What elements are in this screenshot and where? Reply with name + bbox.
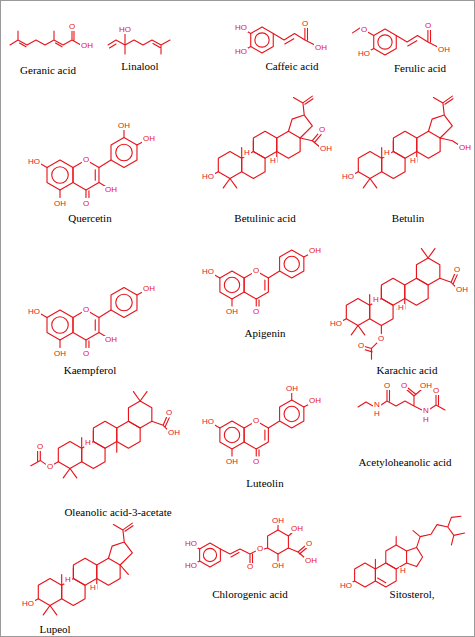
atom-label: HO (201, 268, 215, 276)
compound-name: Geranic acid (20, 65, 76, 76)
atom-label: N (373, 401, 381, 409)
atom-label: O (82, 350, 90, 358)
atom-label: OH (437, 46, 451, 54)
atom-label: H (89, 584, 97, 592)
compound-name: Lupeol (39, 624, 70, 635)
atom-label: O (305, 540, 313, 548)
atom-label: H (399, 567, 407, 575)
compound-name: Oleanolic acid-3-acetate (64, 507, 171, 518)
atom-label: O (82, 156, 90, 164)
atom-label: OH (314, 44, 328, 52)
atom-label: H (383, 149, 391, 157)
compound-name: Ferulic acid (394, 63, 446, 74)
atom-label: OH (104, 336, 118, 344)
compound-name: Luteolin (246, 478, 283, 489)
compound-name: Kaempferol (64, 365, 117, 376)
atom-label: O (82, 200, 90, 208)
atom-label: OH (142, 135, 156, 143)
atom-label: O (36, 443, 44, 451)
atom-label: O (252, 308, 260, 316)
atom-label: HO (201, 173, 215, 181)
compound-name: Apigenin (245, 328, 286, 339)
compound-name: Quercetin (68, 213, 111, 224)
atom-label: H (64, 576, 72, 584)
atom-label: O (46, 463, 54, 471)
atom-label: H (243, 149, 251, 157)
atom-label: O (252, 417, 260, 425)
compound-name: Chlorogenic acid (212, 589, 287, 600)
compound-name: Caffeic acid (265, 61, 318, 72)
atom-label: O (252, 458, 260, 466)
atom-label: O (383, 382, 391, 390)
atom-label: OH (308, 247, 322, 255)
atom-label: OH (225, 308, 239, 316)
atom-label: O (377, 335, 385, 343)
atom-label: OH (117, 122, 131, 130)
atom-label: OH (142, 285, 156, 293)
atom-label: HO (329, 320, 343, 328)
atom-label: HO (357, 50, 371, 58)
atom-label: HO (27, 158, 41, 166)
atom-label: OH (304, 557, 318, 565)
atom-label: OH (53, 350, 67, 358)
compound-name: Linalool (121, 61, 158, 72)
atom-label: O (400, 382, 408, 390)
atom-label: O (165, 409, 173, 417)
atom-label: O (360, 26, 368, 34)
atom-label: O (246, 563, 254, 571)
atom-label: H (409, 157, 417, 165)
atom-label: O (424, 22, 432, 30)
atom-label: HO (234, 48, 248, 56)
atom-label: HO (21, 600, 35, 608)
atom-label: OH (290, 525, 304, 533)
compound-name: Betulin (392, 213, 424, 224)
atom-label: OH (167, 429, 181, 437)
atom-label: OH (458, 144, 472, 152)
atom-label: O (256, 545, 264, 553)
compound-name: Sitosterol, (390, 589, 435, 600)
atom-label: O (68, 23, 76, 31)
atom-label: H (269, 157, 277, 165)
atom-label: HO (27, 308, 41, 316)
atom-label: O (252, 267, 260, 275)
atom-label: OH (319, 145, 333, 153)
atom-label: OH (271, 562, 285, 570)
atom-label: O (318, 126, 326, 134)
atom-label: H (397, 304, 405, 312)
atom-label: HO (184, 540, 198, 548)
atom-label: HO (118, 26, 132, 34)
atom-label: OH (455, 286, 469, 294)
atom-label: N (422, 407, 430, 415)
atom-label: HO (339, 582, 353, 590)
atom-label: O (432, 387, 440, 395)
atom-label: HO (184, 562, 198, 570)
atom-label: H (84, 439, 92, 447)
atom-label: H (373, 410, 381, 418)
atom-label: OH (308, 397, 322, 405)
atom-label: H (422, 416, 430, 424)
compound-name: Karachic acid (377, 365, 438, 376)
atom-label: OH (271, 517, 285, 525)
atom-label: OH (285, 385, 299, 393)
atom-label: H (372, 296, 380, 304)
atom-label: O (453, 266, 461, 274)
atom-label: HO (201, 418, 215, 426)
atom-label: HO (234, 24, 248, 32)
atom-label: OH (53, 200, 67, 208)
atom-label: O (301, 20, 309, 28)
atom-label: O (357, 342, 365, 350)
atom-label: OH (80, 42, 94, 50)
atom-label: OH (225, 458, 239, 466)
compound-name: Acetyloheanolic acid (358, 457, 451, 468)
atom-label: O (82, 306, 90, 314)
atom-label: OH (104, 186, 118, 194)
atom-label: HO (341, 173, 355, 181)
compound-name: Betulinic acid (234, 213, 295, 224)
